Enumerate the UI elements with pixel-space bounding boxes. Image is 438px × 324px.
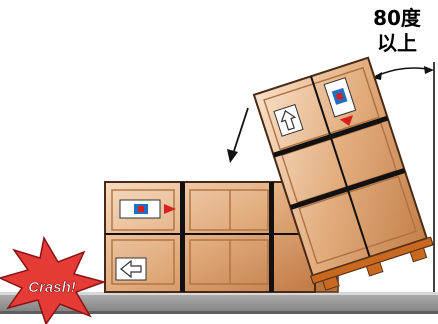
arrow-left-icon [116, 258, 146, 280]
angle-qualifier-text: 以上 [362, 31, 432, 56]
crash-label: Crash! [28, 279, 76, 296]
angle-value-text: 80度 [362, 6, 432, 31]
strap [180, 182, 185, 292]
strap [269, 182, 274, 292]
angle-arc-icon [372, 66, 434, 80]
arrow-down-left-icon [227, 108, 248, 163]
angle-label: 80度 以上 [362, 6, 432, 56]
